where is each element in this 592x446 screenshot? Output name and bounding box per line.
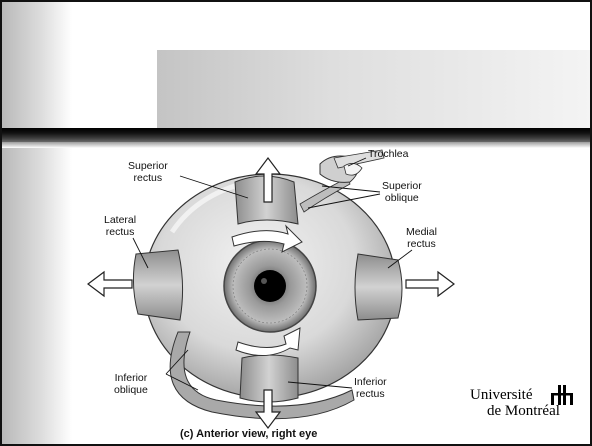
medial-rectus-muscle xyxy=(355,254,402,320)
left-arrow xyxy=(88,272,132,296)
university-logo: Université de Montréal xyxy=(470,385,580,425)
label-inferior-rectus: Inferior rectus xyxy=(354,376,387,400)
label-inferior-oblique: Inferior oblique xyxy=(114,372,148,396)
pupil xyxy=(254,270,286,302)
right-arrow xyxy=(406,272,454,296)
label-medial-rectus: Medial rectus xyxy=(406,226,437,250)
label-superior-rectus: Superior rectus xyxy=(128,160,168,184)
logo-text-line2: de Montréal xyxy=(487,403,560,420)
figure-caption: (c) Anterior view, right eye xyxy=(180,428,317,440)
label-trochlea: Trochlea xyxy=(368,148,408,160)
logo-text-line1: Université xyxy=(470,387,532,404)
lateral-rectus-muscle xyxy=(133,250,182,320)
university-emblem-icon xyxy=(549,385,575,405)
label-lateral-rectus: Lateral rectus xyxy=(104,214,136,238)
label-superior-oblique: Superior oblique xyxy=(382,180,422,204)
